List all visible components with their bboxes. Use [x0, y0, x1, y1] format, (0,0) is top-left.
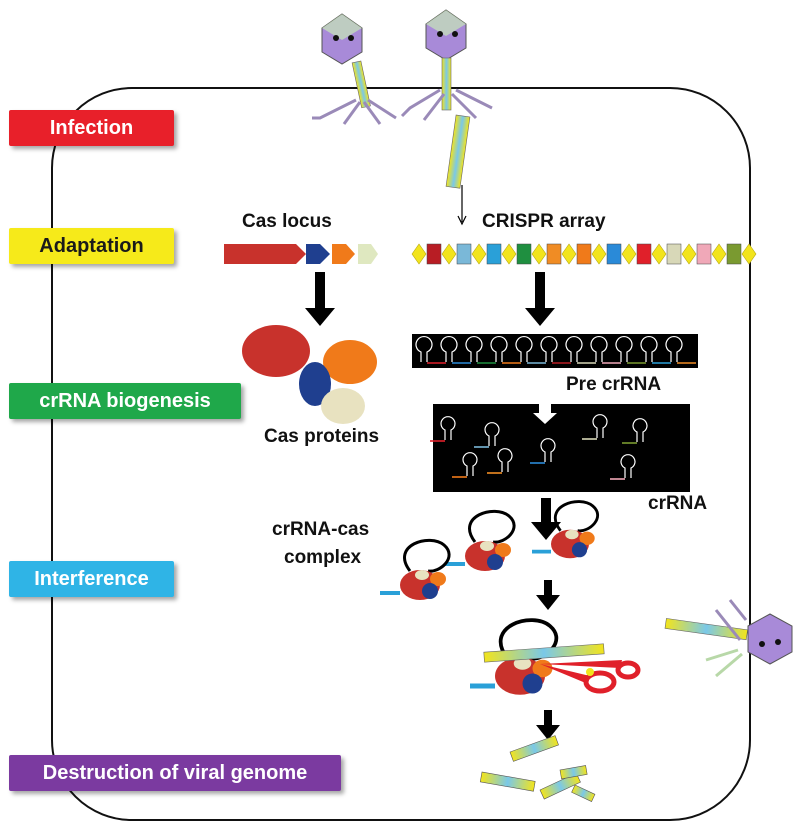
arrow-to-pre-crrna: [525, 272, 555, 326]
pre-crrna-hairpin: [640, 336, 658, 362]
pre-crrna-hairpin: [490, 336, 508, 362]
arrow-to-cas-proteins: [305, 272, 335, 326]
crrna-cas-complex: [445, 509, 516, 571]
cell-boundary: [51, 87, 751, 821]
cas-gene-blue: [306, 244, 330, 264]
crrna-hairpin: [632, 418, 648, 442]
repeat-diamond: [621, 243, 637, 265]
cas-locus-label: Cas locus: [242, 211, 332, 232]
repeat-diamond: [561, 243, 577, 265]
cas-protein-orange: [323, 340, 377, 384]
arrow-to-destruction: [536, 710, 560, 740]
spacer-block: [516, 243, 532, 265]
repeat-diamond: [501, 243, 517, 265]
cas-gene-pale: [358, 244, 378, 264]
white-arrow: [533, 404, 557, 424]
crrna-label: crRNA: [648, 493, 708, 514]
crrna-cas-complexes: [380, 500, 600, 695]
crrna-panel: [430, 404, 690, 492]
repeat-diamond: [441, 243, 457, 265]
repeat-diamond: [711, 243, 727, 265]
stage-destruction: Destruction of viral genome: [9, 755, 341, 791]
target-viral-dna: [483, 643, 605, 663]
stage-interference: Interference: [9, 561, 174, 597]
arrow-to-interference: [536, 580, 560, 610]
stage-adaptation-label: Adaptation: [39, 235, 144, 257]
pre-crrna-panel: [412, 334, 698, 368]
pre-crrna-hairpin: [440, 336, 458, 362]
crrna-hairpin: [497, 448, 513, 472]
repeat-diamond: [591, 243, 607, 265]
arrow-to-complex: [531, 498, 561, 540]
stage-destruction-label: Destruction of viral genome: [42, 762, 308, 784]
cas-locus-genes: [224, 244, 378, 264]
crrna-cas-complex: [470, 618, 559, 695]
crrna-hairpin: [592, 414, 608, 438]
repeat-diamond: [531, 243, 547, 265]
spacer-block: [456, 243, 472, 265]
repeat-diamond: [471, 243, 487, 265]
spacer-block: [486, 243, 502, 265]
crrna-hairpin: [440, 416, 456, 440]
crrna-hairpin: [620, 454, 636, 478]
complex-label-line1: crRNA-cas: [272, 519, 370, 540]
cas-proteins-label: Cas proteins: [264, 426, 380, 447]
cas-protein-red: [242, 325, 310, 377]
spacer-block: [546, 243, 562, 265]
scissors-icon: [540, 660, 641, 694]
spacer-block: [666, 243, 682, 265]
pre-crrna-label: Pre crRNA: [566, 374, 662, 395]
pre-crrna-hairpin: [615, 336, 633, 362]
pre-crrna-hairpin: [590, 336, 608, 362]
crrna-cas-complex: [380, 538, 451, 600]
pre-crrna-hairpin: [465, 336, 483, 362]
stage-infection: Infection: [9, 110, 174, 146]
crrna-hairpin: [540, 438, 556, 462]
repeat-diamond: [651, 243, 667, 265]
phage-icon-right: [664, 599, 793, 678]
crispr-array-graphic: [411, 243, 757, 265]
crrna-cas-complex: [531, 500, 600, 559]
flow-arrows: [305, 185, 561, 740]
phage-icon-left: [312, 13, 397, 125]
crrna-hairpin: [484, 422, 500, 446]
pre-crrna-hairpin: [540, 336, 558, 362]
pre-crrna-hairpin: [565, 336, 583, 362]
pre-crrna-hairpin: [515, 336, 533, 362]
viral-dna-fragments: [479, 735, 596, 802]
spacer-block: [726, 243, 742, 265]
repeat-diamond: [681, 243, 697, 265]
stage-infection-label: Infection: [49, 117, 134, 139]
phage-icon-center: [400, 9, 493, 189]
complex-label-line2: complex: [284, 547, 362, 568]
spacer-block: [606, 243, 622, 265]
pre-crrna-hairpin: [665, 336, 683, 362]
repeat-diamond: [411, 243, 427, 265]
cas-protein-blue: [299, 362, 331, 406]
spacer-block: [636, 243, 652, 265]
cas-gene-orange: [332, 244, 355, 264]
spacer-block: [426, 243, 442, 265]
spacer-block: [696, 243, 712, 265]
crispr-array-label: CRISPR array: [482, 211, 606, 232]
stage-adaptation: Adaptation: [9, 228, 174, 264]
stage-crrna-biogenesis-label: crRNA biogenesis: [39, 390, 211, 412]
stage-interference-label: Interference: [34, 568, 149, 590]
crrna-hairpin: [462, 452, 478, 476]
pre-crrna-hairpin: [415, 336, 433, 362]
repeat-diamond: [741, 243, 757, 265]
stage-crrna-biogenesis: crRNA biogenesis: [9, 383, 241, 419]
spacer-block: [576, 243, 592, 265]
cas-proteins-graphic: [242, 325, 377, 424]
cas-gene-red: [224, 244, 306, 264]
cas-protein-cream: [321, 388, 365, 424]
